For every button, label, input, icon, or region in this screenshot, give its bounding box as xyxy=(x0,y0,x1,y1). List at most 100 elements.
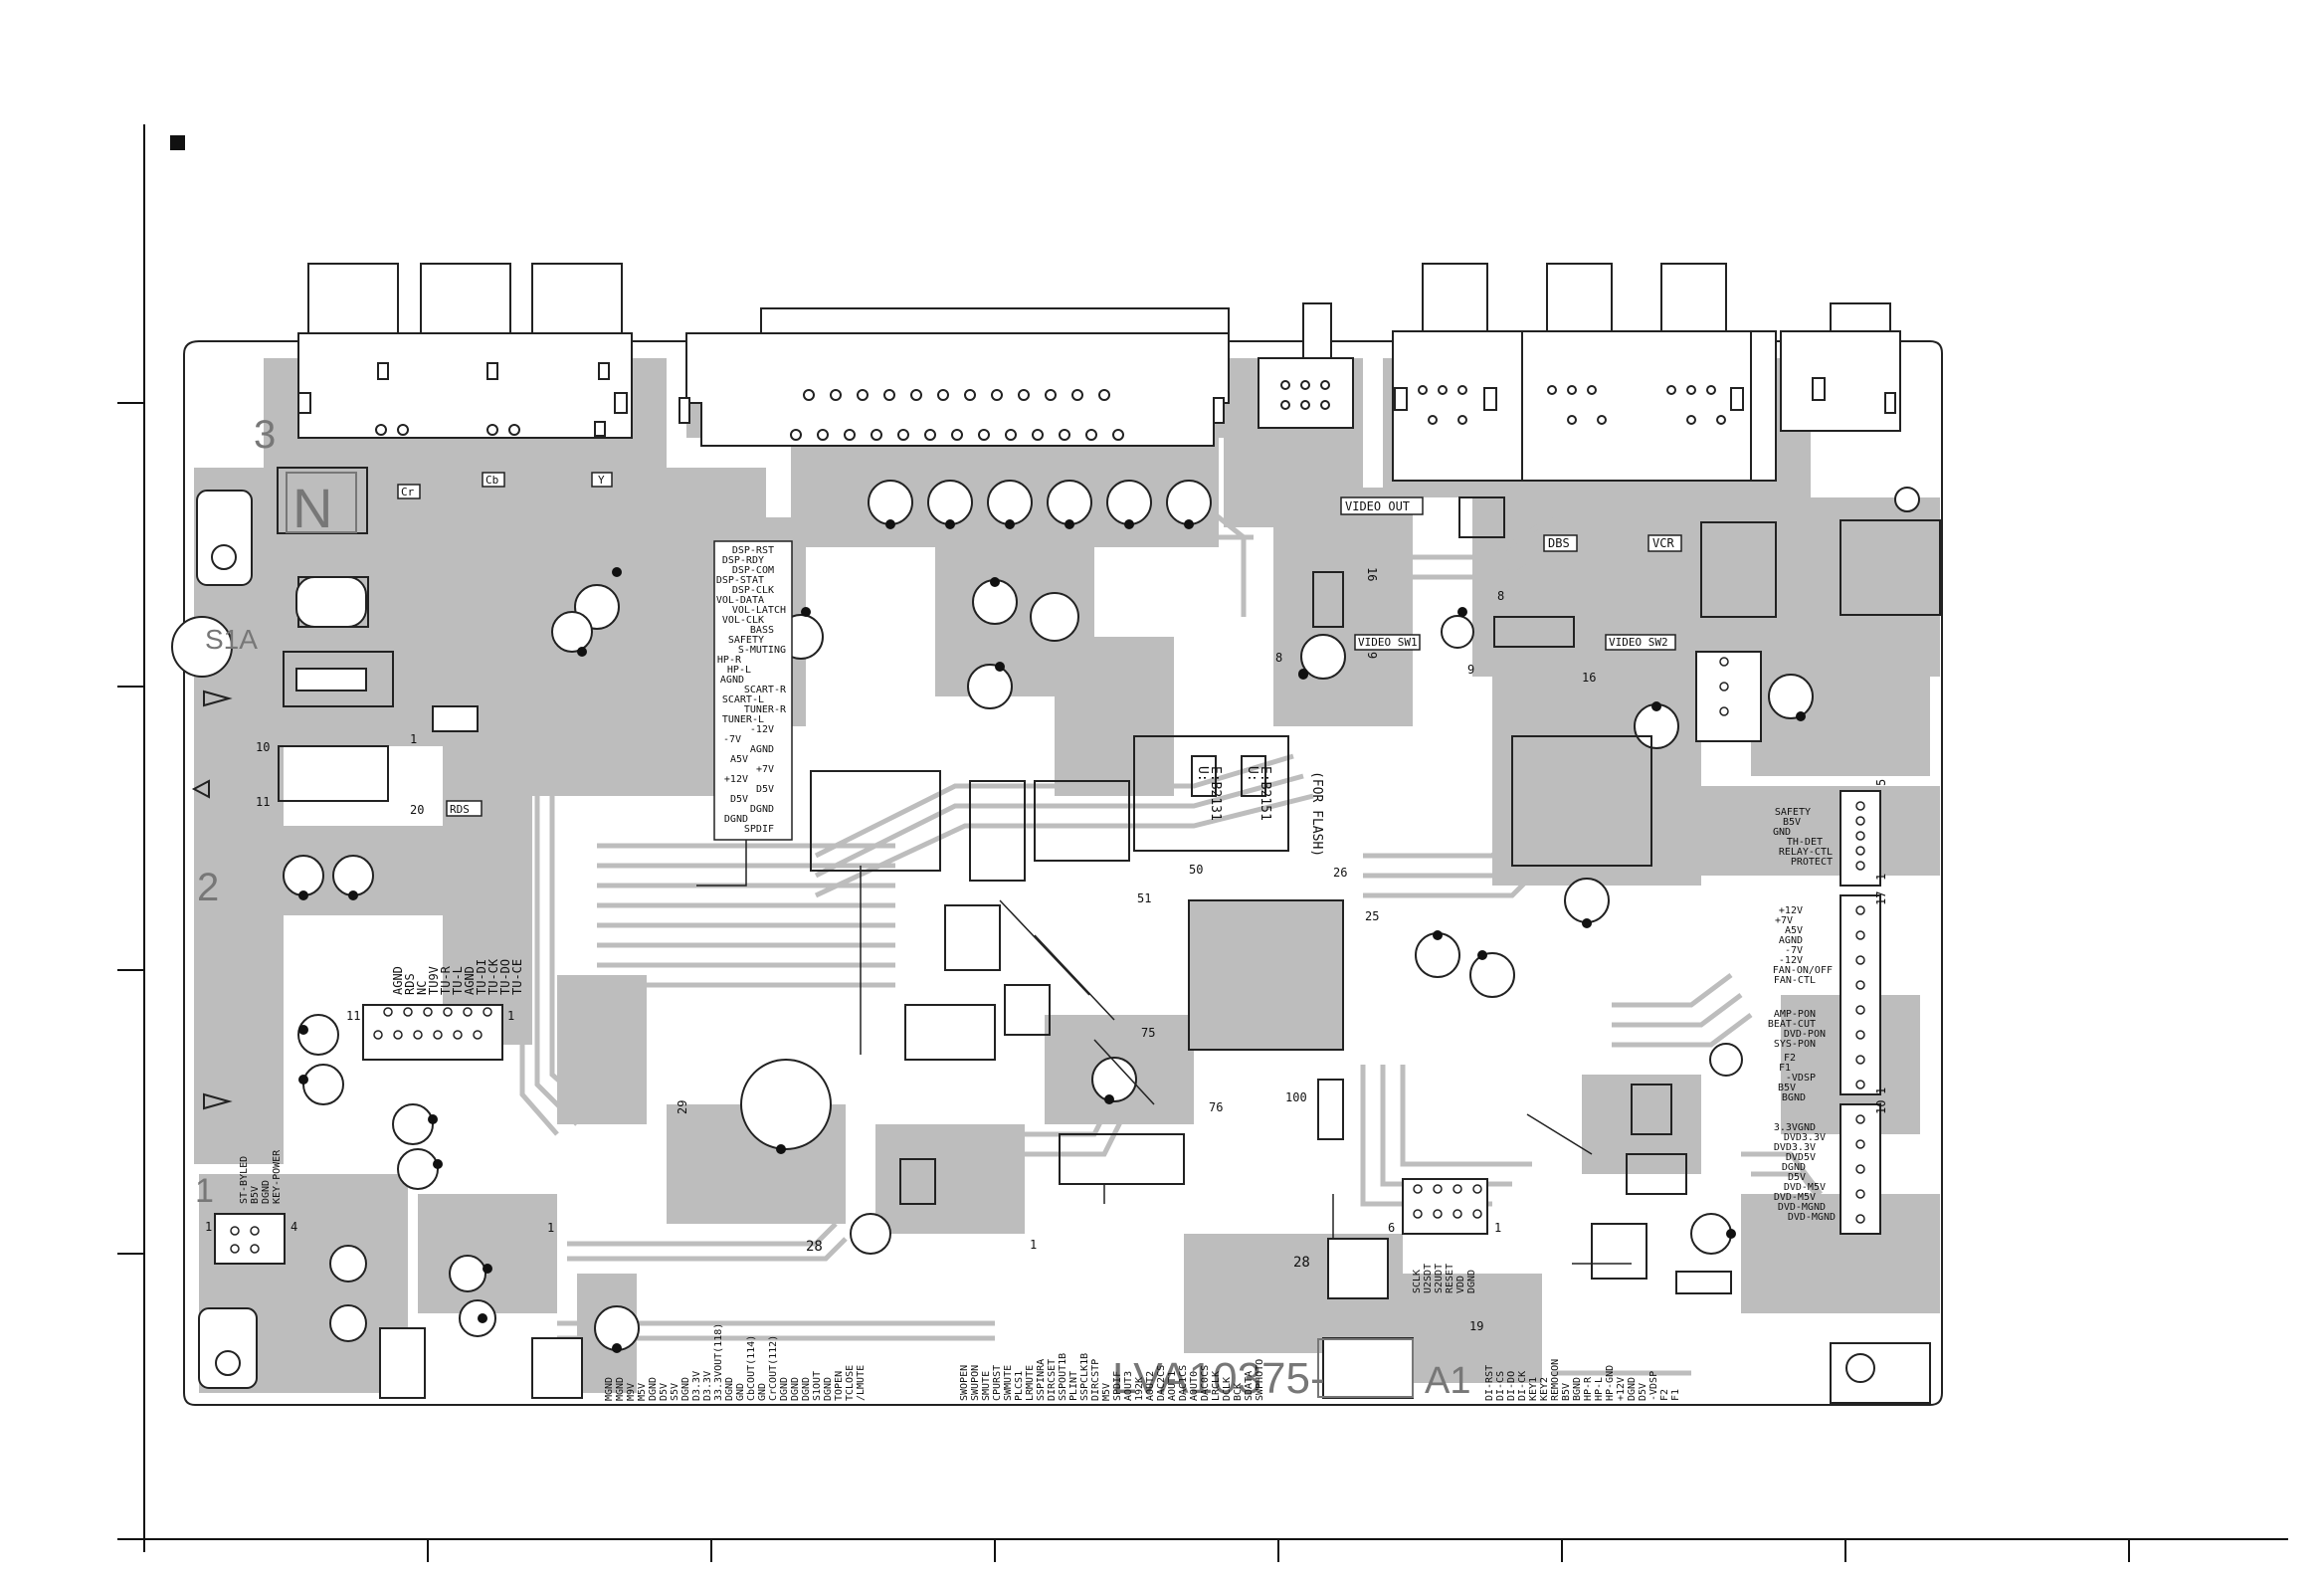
chip-markings: U: E:B2131 U: E:B2151 (FOR FLASH) xyxy=(1195,766,1324,857)
connector-signal-label: ST-BYLED xyxy=(239,1156,250,1204)
connector-signal-label: 192K xyxy=(1134,1377,1145,1401)
connector-signal-label: VDD xyxy=(1455,1276,1466,1293)
connector-signal-label: TU-DO xyxy=(498,959,512,995)
triangle-outline-icon xyxy=(191,779,210,799)
dsp-signal: TUNER-R xyxy=(744,704,787,715)
connector-signal-label: B5V xyxy=(1783,817,1801,828)
dsp-signal: AGND xyxy=(750,744,774,755)
pin-number: 1 xyxy=(547,1221,554,1235)
dsp-signal: DSP-CLK xyxy=(732,585,774,596)
bottom-left-connector-legend: MGND MGND M9V M5V DGND D5V S5V DGND D3.3… xyxy=(604,1323,867,1401)
key-connector-legend: ST-BYLED B5V DGND KEY-POWER xyxy=(239,1149,283,1204)
connector-signal-label: SPDIF xyxy=(1112,1371,1123,1401)
connector-signal-label: DVD-MGND xyxy=(1778,1202,1826,1213)
connector-signal-label: DVD-MGND xyxy=(1788,1212,1836,1223)
dsp-signal: VOL-DATA xyxy=(716,595,764,606)
connector-signal-label: TU-R xyxy=(439,965,453,995)
connector-signal-label: DI-RST xyxy=(1484,1365,1495,1401)
direction-icons xyxy=(191,690,233,1110)
connector-signal-label: SWUPON xyxy=(970,1365,981,1401)
connector-signal-label: AOUT0 xyxy=(1189,1371,1200,1401)
connector-signal-label: DI-DO xyxy=(1506,1371,1517,1401)
connector-signal-label: -12V xyxy=(1779,955,1803,966)
connector-signal-label: -VDSP xyxy=(1648,1371,1659,1401)
connector-signal-label: +7V xyxy=(1775,915,1793,926)
connector-signal-label: DIRCSTP xyxy=(1090,1359,1101,1401)
connector-signal-label: GND xyxy=(1773,827,1791,838)
dsp-signal: VOL-CLK xyxy=(722,615,764,626)
dsp-signal: SCART-L xyxy=(722,694,764,705)
label-cr: Cr xyxy=(401,486,415,498)
triangle-left-icon xyxy=(203,1092,233,1110)
connector-signal-label: 33.3VOUT(118) xyxy=(713,1323,724,1401)
connector-signal-label: HP-GND xyxy=(1605,1365,1616,1401)
connector-signal-label: DIRCSET xyxy=(1047,1359,1058,1401)
connector-signal-label: KEY-POWER xyxy=(272,1149,283,1204)
dsp-signal: AGND xyxy=(720,675,744,686)
dsp-signal: BASS xyxy=(750,625,774,636)
connector-signal-label: SDATA xyxy=(1244,1371,1255,1401)
square-marker-icon xyxy=(170,135,185,150)
connector-signal-label: DGND xyxy=(648,1377,659,1401)
label-cb: Cb xyxy=(485,474,498,487)
pin-number: 11 xyxy=(346,1009,360,1023)
connector-signal-label: +12V xyxy=(1616,1377,1627,1401)
board-marks: 3 2 1 N S1A LVA10375- A1 xyxy=(195,413,1470,1403)
connector-signal-label: DVD3.3V xyxy=(1784,1132,1826,1143)
pin-number: 10 xyxy=(256,740,270,754)
connector-signal-label: MGND xyxy=(604,1377,615,1401)
dsp-signal: DSP-RST xyxy=(732,545,774,556)
dsp-signal: D5V xyxy=(756,784,774,795)
part-number: LVA10375- xyxy=(1112,1354,1325,1403)
connector-signal-label: DGND xyxy=(801,1377,812,1401)
label-vcr: VCR xyxy=(1652,536,1674,550)
connector-signal-label: DGND xyxy=(680,1377,691,1401)
connector-signal-label: PLINT xyxy=(1068,1371,1079,1401)
dsp-connector-legend: DSP-RST DSP-RDY DSP-COM DSP-STAT DSP-CLK… xyxy=(716,545,787,835)
bottom-mid-connector-legend: SWOPEN SWUPON SMUTE CPURST SWMUTE PLCS1 … xyxy=(959,1353,1265,1401)
connector-signal-label: SMUTE xyxy=(981,1371,992,1401)
pin-number: 1 xyxy=(1874,874,1888,881)
connector-signal-label: HP-R xyxy=(1583,1376,1594,1401)
label-y: Y xyxy=(598,474,605,487)
dsp-signal: SAFETY xyxy=(728,635,764,646)
connector-signal-label: AOUT1 xyxy=(1167,1371,1178,1401)
dsp-signal: A5V xyxy=(730,754,748,765)
chip-label-flash: (FOR FLASH) xyxy=(1309,771,1324,857)
dvd-power-connector-legend: 3.3VGND DVD3.3V DVD3.3V DVD5V DGND D5V D… xyxy=(1774,1122,1836,1223)
connector-signal-label: MGND xyxy=(615,1377,626,1401)
pin-number: 1 xyxy=(205,1220,212,1234)
connector-pins xyxy=(230,657,1865,1254)
connector-signal-label: SAFETY xyxy=(1775,807,1811,818)
pin-number: 100 xyxy=(1285,1090,1307,1104)
connector-signal-label: DGND xyxy=(790,1377,801,1401)
label-video-sw1: VIDEO SW1 xyxy=(1358,636,1418,649)
chip-label-e1: E:B2131 xyxy=(1208,766,1223,821)
connector-signal-label: HP-L xyxy=(1594,1377,1605,1401)
label-dbs: DBS xyxy=(1548,536,1570,550)
connector-signal-label: BGND xyxy=(1572,1377,1583,1401)
connector-signal-label: DVD3.3V xyxy=(1774,1142,1816,1153)
connector-signal-label: -VDSP xyxy=(1786,1073,1816,1084)
capacitor-pads xyxy=(298,519,1806,1353)
connector-signal-label: GND xyxy=(735,1383,746,1401)
safety-connector-legend: SAFETY B5V GND TH-DET RELAY-CTL PROTECT xyxy=(1773,807,1833,868)
dsp-signal: -7V xyxy=(723,734,741,745)
connector-signal-label: DVD-PON xyxy=(1784,1029,1826,1040)
zone-label-2: 2 xyxy=(197,866,219,909)
connector-signal-label: AOUT2 xyxy=(1145,1371,1156,1401)
connector-signal-label: S1OUT xyxy=(812,1371,823,1401)
connector-signal-label: DVD5V xyxy=(1786,1152,1816,1163)
dsp-signal: SCART-R xyxy=(744,685,787,695)
connector-signal-label: AMP-PON xyxy=(1774,1009,1816,1020)
connector-signal-label: RDS xyxy=(403,973,417,995)
pin-number: 1 xyxy=(507,1009,514,1023)
connector-signal-label: M5V xyxy=(1101,1383,1112,1401)
connector-signal-label: DAC2CS xyxy=(1156,1365,1167,1401)
connector-signal-label: S5V xyxy=(670,1383,680,1401)
connector-signal-label: LRMUTE xyxy=(1025,1365,1036,1401)
connector-signal-label: D3.3V xyxy=(702,1371,713,1401)
pin-number: 1 xyxy=(1030,1238,1037,1252)
connector-signal-label: D5V xyxy=(1638,1383,1648,1401)
connector-signal-label: DAC0CS xyxy=(1200,1365,1211,1401)
